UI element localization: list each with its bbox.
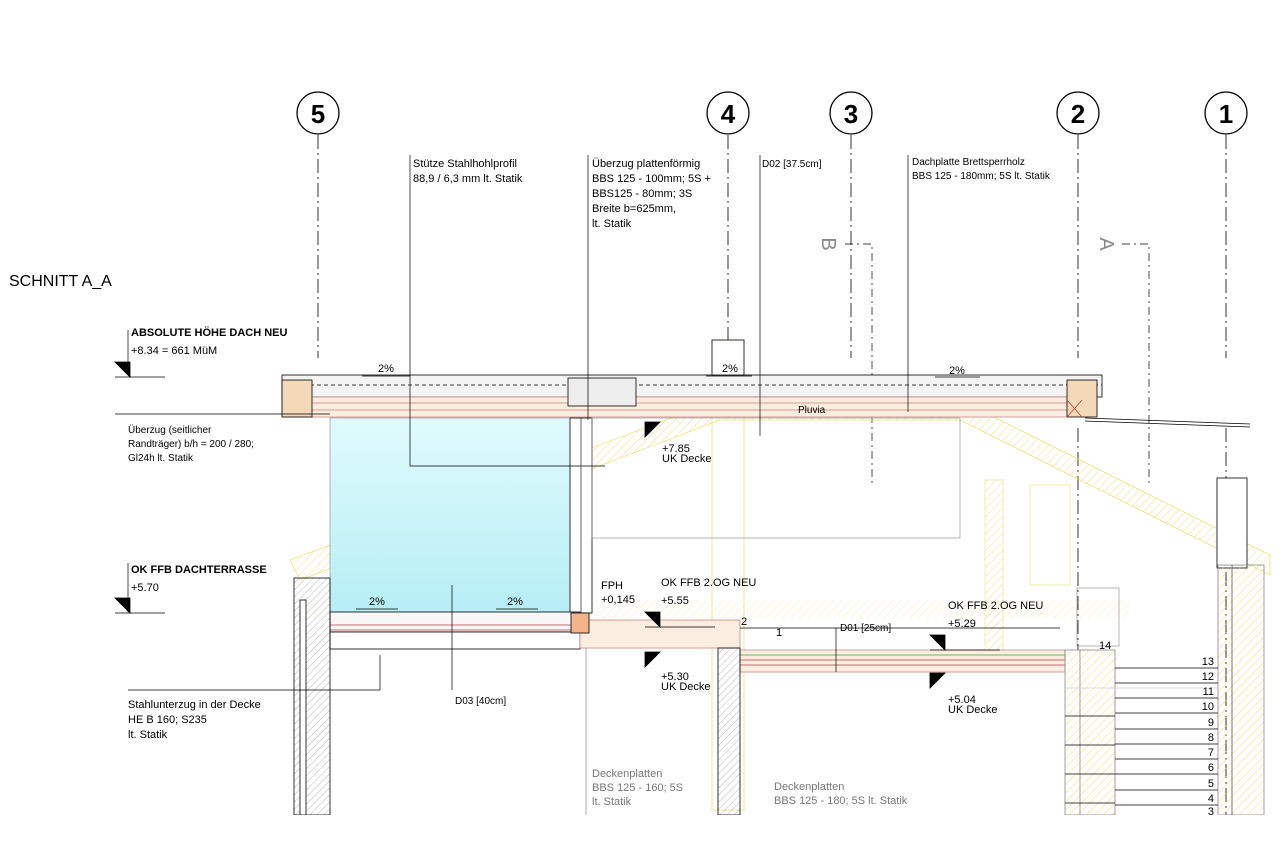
annotation-ueberzug-line3: BBS125 - 80mm; 3S	[592, 188, 692, 200]
axis-label-4: 4	[721, 99, 736, 129]
axis-label-2: 2	[1071, 99, 1085, 129]
interior-outlines	[591, 417, 1120, 647]
annotation-ueberzug-line4: Breite b=625mm,	[592, 203, 676, 215]
slope-arrows	[356, 375, 980, 610]
leader-lines	[115, 155, 1060, 815]
level-terrasse-value: +5.70	[131, 582, 159, 594]
stair-number: 6	[1208, 762, 1214, 774]
annotation-deckenplatten-1-line3: lt. Statik	[592, 796, 632, 808]
stair-number: 4	[1208, 793, 1214, 805]
level-uk-decke-2-value: +5.30	[661, 671, 689, 683]
annotation-d02: D02 [37.5cm]	[762, 159, 822, 170]
axis-labels: 5 4 3 2 1	[311, 99, 1233, 129]
annotation-stuetze-line2: 88,9 / 6,3 mm lt. Statik	[413, 173, 523, 185]
stair-number: 8	[1208, 732, 1214, 744]
axis-label-5: 5	[311, 99, 325, 129]
level-og-1-value: +5.55	[661, 595, 689, 607]
slope-label: 2%	[507, 596, 523, 608]
level-fph-value: +0,145	[601, 594, 635, 606]
annotation-deckenplatten-2-line1: Deckenplatten	[774, 781, 844, 793]
level-uk-decke-1-value: +7.85	[662, 443, 690, 455]
slope-label: 2%	[949, 365, 965, 377]
level-uk-decke-1-label: UK Decke	[662, 453, 712, 465]
level-uk-decke-2-label: UK Decke	[661, 681, 711, 693]
axis-label-1: 1	[1219, 99, 1233, 129]
section-marker-b: B	[817, 237, 839, 250]
section-marker-lines	[845, 243, 1150, 485]
stair-number: 9	[1208, 717, 1214, 729]
step-mark: 14	[1099, 640, 1111, 652]
annotation-pluvia: Pluvia	[798, 405, 826, 416]
roof-assembly	[281, 339, 1103, 418]
floor-slabs	[329, 611, 1066, 673]
annotation-ueberzug-seitlich-3: Gl24h lt. Statik	[128, 453, 194, 464]
annotation-d01: D01 [25cm]	[840, 623, 891, 634]
slope-label: 2%	[378, 363, 394, 375]
annotation-d03: D03 [40cm]	[455, 696, 506, 707]
annotation-deckenplatten-1-line1: Deckenplatten	[592, 768, 662, 780]
level-uk-decke-3-label: UK Decke	[948, 704, 998, 716]
level-terrasse-title: OK FFB DACHTERRASSE	[131, 564, 267, 576]
stair-number: 7	[1208, 747, 1214, 759]
level-uk-decke-3-value: +5.04	[948, 694, 976, 706]
level-og-2-value: +5.29	[948, 618, 976, 630]
level-dach-value: +8.34 = 661 MüM	[131, 345, 217, 357]
section-marker-a: A	[1095, 237, 1117, 251]
annotation-dachplatte-line1: Dachplatte Brettsperrholz	[912, 157, 1025, 168]
slope-label: 2%	[369, 596, 385, 608]
stair-number: 10	[1202, 701, 1214, 713]
annotation-ueberzug-seitlich-2: Randträger) b/h = 200 / 280;	[128, 439, 254, 450]
stair-number: 3	[1208, 806, 1214, 818]
annotation-deckenplatten-2-line2: BBS 125 - 180; 5S lt. Statik	[774, 795, 908, 807]
annotation-deckenplatten-1-line2: BBS 125 - 160; 5S	[592, 782, 683, 794]
stair-number: 11	[1203, 686, 1214, 698]
annotation-dachplatte-line2: BBS 125 - 180mm; 5S lt. Statik	[912, 171, 1051, 182]
slope-label: 2%	[722, 363, 738, 375]
annotation-ueberzug-line1: Überzug plattenförmig	[592, 158, 700, 170]
annotation-ueberzug-line2: BBS 125 - 100mm; 5S +	[592, 173, 711, 185]
annotation-stahlunterzug-1: Stahlunterzug in der Decke	[128, 699, 261, 711]
annotation-stahlunterzug-2: HE B 160; S235	[128, 714, 207, 726]
level-og-1-title: OK FFB 2.OG NEU	[661, 577, 756, 589]
glass-volume	[329, 417, 593, 614]
stair-number: 13	[1202, 656, 1214, 668]
section-title: SCHNITT A_A	[9, 273, 112, 290]
level-markers	[114, 361, 1000, 689]
annotation-stahlunterzug-3: lt. Statik	[128, 729, 168, 741]
stair-numbers: 13 12 11 10 9 8 7 6 5 4 3	[1202, 656, 1214, 818]
annotation-stuetze-line1: Stütze Stahlhohlprofil	[413, 158, 517, 170]
axis-label-3: 3	[844, 99, 858, 129]
stair-number: 5	[1208, 778, 1214, 790]
stair-number: 12	[1202, 671, 1214, 683]
annotation-ueberzug-line5: lt. Statik	[592, 218, 632, 230]
annotation-ueberzug-seitlich-1: Überzug (seitlicher	[128, 424, 212, 436]
stair	[1065, 667, 1218, 806]
level-og-2-title: OK FFB 2.OG NEU	[948, 600, 1043, 612]
level-dach-title: ABSOLUTE HÖHE DACH NEU	[131, 326, 288, 339]
step-mark: 2	[741, 616, 747, 628]
level-fph-title: FPH	[601, 580, 623, 592]
step-mark: 1	[776, 627, 782, 639]
canopy	[1084, 417, 1265, 816]
walls	[293, 577, 1116, 816]
